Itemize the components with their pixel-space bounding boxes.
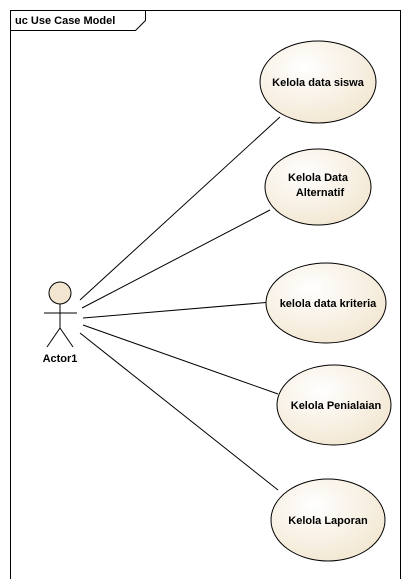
frame-tab bbox=[10, 10, 146, 31]
use-case-ellipse bbox=[276, 364, 392, 446]
use-case-kelola-data-kriteria[interactable]: kelola data kriteria bbox=[265, 262, 387, 344]
use-case-ellipse bbox=[265, 262, 387, 344]
use-case-kelola-penialaian[interactable]: Kelola Penialaian bbox=[276, 364, 392, 446]
use-case-label: Kelola data siswa bbox=[272, 77, 365, 89]
association-kelola-data-alternatif bbox=[81, 209, 271, 309]
use-case-kelola-data-siswa[interactable]: Kelola data siswa bbox=[259, 40, 377, 124]
use-case-label: Kelola Laporan bbox=[288, 515, 368, 527]
use-case-label: Kelola Penialaian bbox=[291, 400, 382, 412]
use-case-label-line-2: Alternatif bbox=[296, 187, 345, 199]
actor-left-leg bbox=[46, 327, 61, 348]
use-case-ellipse bbox=[259, 40, 377, 124]
actor-label: Actor1 bbox=[43, 353, 78, 365]
actor[interactable]: Actor1 bbox=[43, 281, 78, 365]
use-case-label: kelola data kriteria bbox=[280, 298, 377, 310]
diagram-frame: uc Use Case Model bbox=[10, 10, 401, 579]
use-case-kelola-data-alternatif[interactable]: Kelola Data Alternatif bbox=[264, 148, 372, 226]
associations bbox=[79, 116, 281, 491]
association-kelola-laporan bbox=[79, 332, 279, 491]
use-case-label-line-1: Kelola Data bbox=[288, 172, 349, 184]
use-case-kelola-laporan[interactable]: Kelola Laporan bbox=[270, 478, 386, 562]
frame-border bbox=[10, 10, 401, 579]
association-kelola-penialaian bbox=[82, 324, 279, 395]
actor-head bbox=[48, 281, 72, 305]
association-kelola-data-kriteria bbox=[82, 301, 273, 319]
use-case-ellipse bbox=[264, 148, 372, 226]
use-case-ellipse bbox=[270, 478, 386, 562]
actor-right-leg bbox=[59, 327, 74, 348]
frame-title: uc Use Case Model bbox=[15, 15, 115, 27]
association-kelola-data-siswa bbox=[79, 116, 281, 301]
